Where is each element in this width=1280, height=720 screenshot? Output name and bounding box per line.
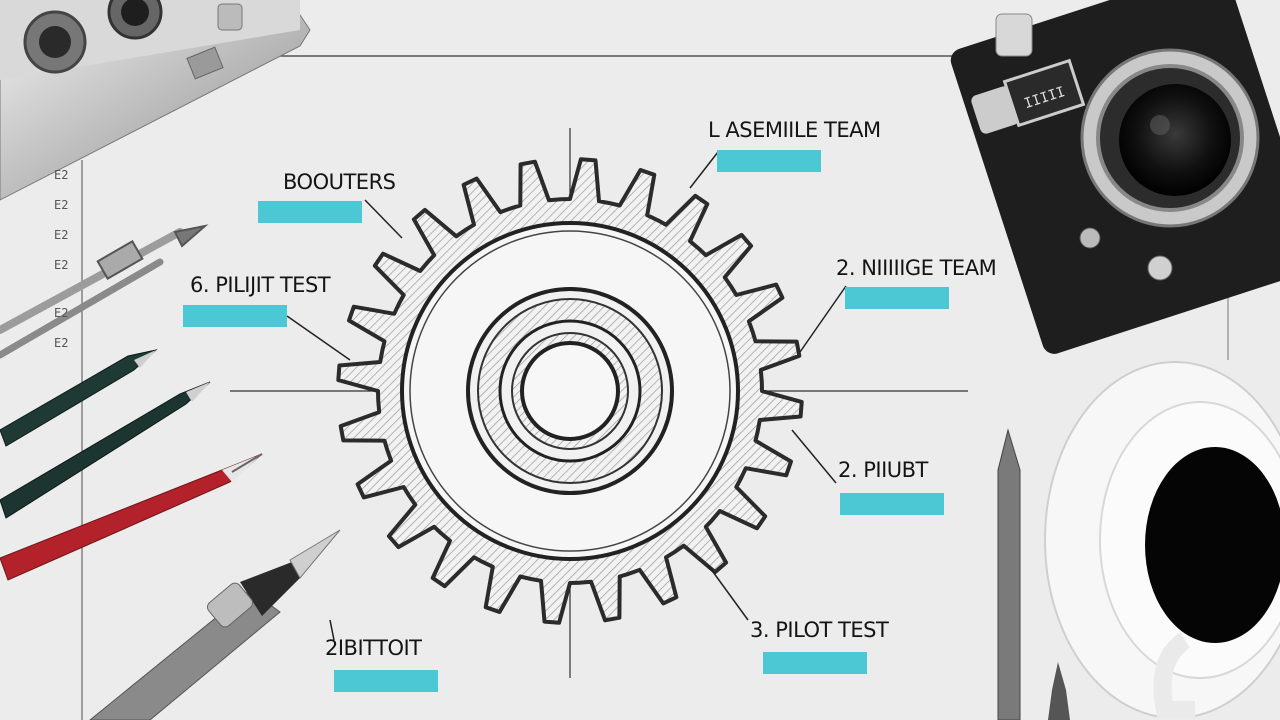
label-tag [334, 670, 438, 692]
camera-icon: IIIII [950, 0, 1280, 354]
ruler-mark: E2 [54, 228, 69, 242]
ruler-mark: E2 [54, 336, 69, 350]
ruler-mark: E2 [54, 306, 69, 320]
compass-icon [0, 224, 209, 359]
utility-knife-icon [89, 529, 341, 720]
coffee-cup-icon [1044, 361, 1280, 719]
label-tag [183, 305, 287, 327]
ruler-icon [0, 0, 311, 201]
pencil-icon [0, 349, 158, 447]
label-button: 2IBITTOIT [325, 636, 422, 660]
ruler-mark: E2 [54, 198, 69, 212]
label-tag [763, 652, 867, 674]
label-tag [258, 201, 362, 223]
label-assemble-team: L ASEMIILE TEAM [708, 118, 881, 142]
leader-lines [286, 151, 847, 641]
pencil-icon [997, 428, 1070, 720]
label-boouters: BOOUTERS [283, 170, 396, 194]
label-tag [717, 150, 821, 172]
label-pilot-2: 2. PIIUBT [838, 458, 928, 482]
label-tag [840, 493, 944, 515]
pen-icon [0, 381, 263, 581]
label-image-team: 2. NIIIIIGE TEAM [836, 256, 997, 280]
label-pilot-test-6: 6. PILIJIT TEST [190, 273, 331, 297]
label-tags [183, 150, 949, 692]
label-tag [845, 287, 949, 309]
gear-drawing [336, 157, 804, 625]
label-pilot-test-3: 3. PILOT TEST [750, 618, 889, 642]
ruler-mark: E2 [54, 168, 69, 182]
ruler-mark: E2 [54, 258, 69, 272]
